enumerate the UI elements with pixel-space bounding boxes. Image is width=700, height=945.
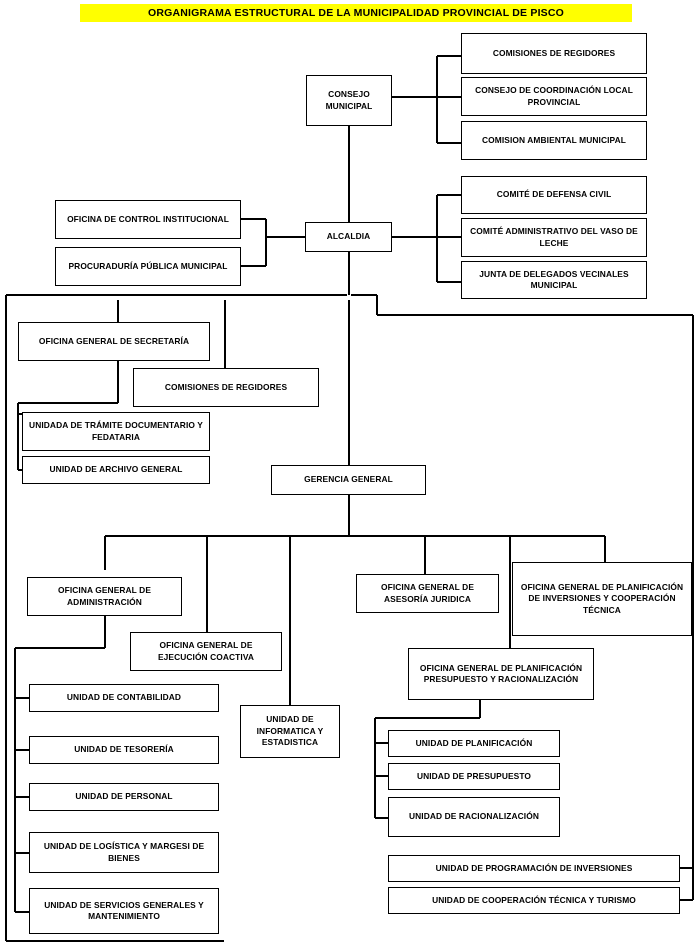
node-label: UNIDAD DE RACIONALIZACIÓN	[409, 811, 539, 822]
node-oficina-general-de-administracion[interactable]: OFICINA GENERAL DE ADMINISTRACIÓN	[27, 577, 182, 616]
node-consejo-municipal[interactable]: CONSEJO MUNICIPAL	[306, 75, 392, 126]
node-oficina-general-de-ejecucion-coactiva[interactable]: OFICINA GENERAL DE EJECUCIÓN COACTIVA	[130, 632, 282, 671]
node-alcaldia[interactable]: ALCALDIA	[305, 222, 392, 252]
node-procuraduria-publica-municipal[interactable]: PROCURADURÍA PÚBLICA MUNICIPAL	[55, 247, 241, 286]
node-comision-ambiental-municipal[interactable]: COMISION AMBIENTAL MUNICIPAL	[461, 121, 647, 160]
node-unidad-de-tesoreria[interactable]: UNIDAD DE TESORERÍA	[29, 736, 219, 764]
node-label: UNIDAD DE TESORERÍA	[74, 744, 174, 755]
node-junta-de-delegados-vecinales-municipal[interactable]: JUNTA DE DELEGADOS VECINALES MUNICIPAL	[461, 261, 647, 299]
node-label: COMISIONES DE REGIDORES	[492, 47, 616, 58]
node-unidad-de-informatica-y-estadistica[interactable]: UNIDAD DE INFORMATICA Y ESTADISTICA	[240, 705, 340, 758]
node-oficina-general-de-secretaria[interactable]: OFICINA GENERAL DE SECRETARÍA	[18, 322, 210, 361]
node-unidad-de-programacion-de-inversiones[interactable]: UNIDAD DE PROGRAMACIÓN DE INVERSIONES	[388, 855, 680, 882]
node-label: UNIDAD DE PROGRAMACIÓN DE INVERSIONES	[435, 862, 633, 873]
node-label: COMITÉ ADMINISTRATIVO DEL VASO DE LECHE	[470, 226, 638, 248]
node-unidad-de-logistica-y-margesi-de-bienes[interactable]: UNIDAD DE LOGÍSTICA Y MARGESI DE BIENES	[29, 832, 219, 873]
node-label: ALCALDIA	[326, 231, 371, 242]
node-label: OFICINA GENERAL DE EJECUCIÓN COACTIVA	[157, 640, 255, 662]
node-unidad-de-planificacion[interactable]: UNIDAD DE PLANIFICACIÓN	[388, 730, 560, 757]
node-consejo-de-coordinacion-local-provincial[interactable]: CONSEJO DE COORDINACIÓN LOCAL PROVINCIAL	[461, 77, 647, 116]
node-label: OFICINA GENERAL DE SECRETARÍA	[38, 335, 190, 346]
node-unidad-de-racionalizacion[interactable]: UNIDAD DE RACIONALIZACIÓN	[388, 797, 560, 837]
node-label: UNIDAD DE PERSONAL	[75, 791, 173, 802]
node-label: CONSEJO DE COORDINACIÓN LOCAL PROVINCIAL	[475, 85, 633, 107]
node-comite-de-defensa-civil[interactable]: COMITÉ DE DEFENSA CIVIL	[461, 176, 647, 214]
node-label: UNIDAD DE PLANIFICACIÓN	[415, 737, 533, 748]
node-unidad-de-archivo-general[interactable]: UNIDAD DE ARCHIVO GENERAL	[22, 456, 210, 484]
node-comite-administrativo-del-vaso-de-leche[interactable]: COMITÉ ADMINISTRATIVO DEL VASO DE LECHE	[461, 218, 647, 257]
node-oficina-general-de-planificacion-de-inversiones-y-cooperacion-tecnica[interactable]: OFICINA GENERAL DE PLANIFICACIÓN DE INVE…	[512, 562, 692, 636]
node-oficina-general-de-asesoria-juridica[interactable]: OFICINA GENERAL DE ASESORÍA JURIDICA	[356, 574, 499, 613]
node-label: COMISION AMBIENTAL MUNICIPAL	[482, 134, 626, 145]
node-label: OFICINA GENERAL DE ADMINISTRACIÓN	[58, 585, 151, 607]
node-label: OFICINA DE CONTROL INSTITUCIONAL	[67, 213, 229, 224]
node-unidad-de-personal[interactable]: UNIDAD DE PERSONAL	[29, 783, 219, 811]
node-unidad-de-presupuesto[interactable]: UNIDAD DE PRESUPUESTO	[388, 763, 560, 790]
node-oficina-general-de-planificacion-presupuesto-y-racionalizacion[interactable]: OFICINA GENERAL DE PLANIFICACIÓN PRESUPU…	[408, 648, 594, 700]
page-title: ORGANIGRAMA ESTRUCTURAL DE LA MUNICIPALI…	[80, 4, 632, 22]
node-label: UNIDAD DE INFORMATICA Y ESTADISTICA	[256, 714, 324, 748]
node-label: UNIDAD DE LOGÍSTICA Y MARGESI DE BIENES	[43, 841, 205, 863]
node-comisiones-de-regidores-secretaria[interactable]: COMISIONES DE REGIDORES	[133, 368, 319, 407]
node-label: UNIDAD DE COOPERACIÓN TÉCNICA Y TURISMO	[432, 894, 636, 905]
node-unidad-de-contabilidad[interactable]: UNIDAD DE CONTABILIDAD	[29, 684, 219, 712]
node-label: UNIDAD DE ARCHIVO GENERAL	[49, 464, 183, 475]
node-gerencia-general[interactable]: GERENCIA GENERAL	[271, 465, 426, 495]
node-oficina-de-control-institucional[interactable]: OFICINA DE CONTROL INSTITUCIONAL	[55, 200, 241, 239]
node-label: OFICINA GENERAL DE PLANIFICACIÓN DE INVE…	[520, 581, 684, 615]
node-unidad-de-tramite-documentario-y-fedataria[interactable]: UNIDADA DE TRÁMITE DOCUMENTARIO Y FEDATA…	[22, 412, 210, 451]
node-label: OFICINA GENERAL DE PLANIFICACIÓN PRESUPU…	[419, 662, 583, 685]
node-label: UNIDAD DE CONTABILIDAD	[66, 692, 182, 703]
node-label: COMISIONES DE REGIDORES	[164, 381, 288, 392]
node-label: CONSEJO MUNICIPAL	[325, 89, 373, 111]
node-label: JUNTA DE DELEGADOS VECINALES MUNICIPAL	[479, 268, 629, 291]
node-label: OFICINA GENERAL DE ASESORÍA JURIDICA	[381, 582, 474, 604]
node-unidad-de-cooperacion-tecnica-y-turismo[interactable]: UNIDAD DE COOPERACIÓN TÉCNICA Y TURISMO	[388, 887, 680, 914]
node-label: UNIDAD DE PRESUPUESTO	[416, 770, 532, 781]
node-unidad-de-servicios-generales-y-mantenimiento[interactable]: UNIDAD DE SERVICIOS GENERALES Y MANTENIM…	[29, 888, 219, 934]
node-label: UNIDAD DE SERVICIOS GENERALES Y MANTENIM…	[44, 899, 204, 922]
node-comisiones-de-regidores-top[interactable]: COMISIONES DE REGIDORES	[461, 33, 647, 74]
node-label: COMITÉ DE DEFENSA CIVIL	[496, 189, 612, 200]
node-label: GERENCIA GENERAL	[304, 474, 393, 485]
node-label: PROCURADURÍA PÚBLICA MUNICIPAL	[68, 260, 228, 271]
node-label: UNIDADA DE TRÁMITE DOCUMENTARIO Y FEDATA…	[29, 420, 203, 442]
